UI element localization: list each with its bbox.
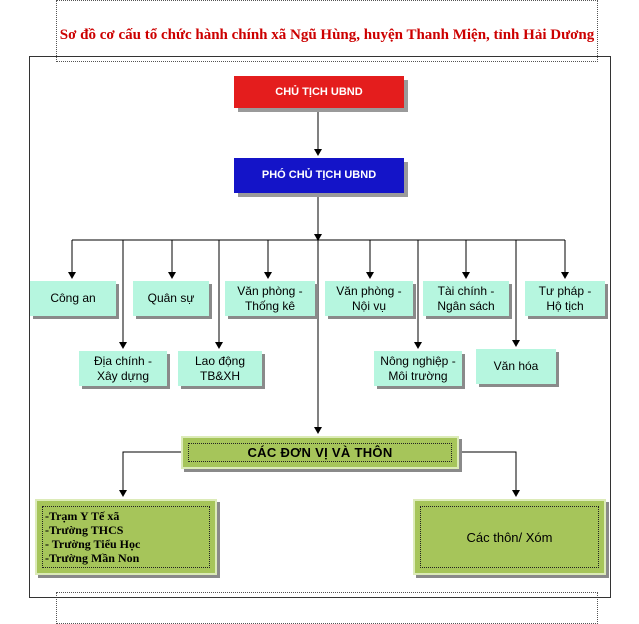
- dept-dia-chinh: Địa chính - Xây dựng: [79, 351, 167, 386]
- diagram-frame: [29, 56, 611, 598]
- dept-nong-nghiep: Nông nghiệp - Môi trường: [374, 351, 462, 386]
- dept-lao-dong: Lao động TB&XH: [178, 351, 262, 386]
- units-header-label: CÁC ĐƠN VỊ VÀ THÔN: [247, 445, 393, 460]
- dept-quan-su: Quân sự: [133, 281, 209, 316]
- chairman-box: CHỦ TỊCH UBND: [234, 76, 404, 108]
- page-title: Sơ đồ cơ cấu tổ chức hành chính xã Ngũ H…: [59, 27, 595, 43]
- dept-van-phong-thong-ke: Văn phòng - Thống kê: [225, 281, 315, 316]
- units-right-box: Các thôn/ Xóm: [413, 499, 606, 575]
- vice-chairman-box: PHÓ CHỦ TỊCH UBND: [234, 158, 404, 193]
- units-left-box: -Trạm Y Tế xã -Trường THCS - Trường Tiểu…: [35, 499, 217, 575]
- dept-cong-an: Công an: [30, 281, 116, 316]
- header-border: [56, 0, 598, 62]
- dept-tai-chinh: Tài chính - Ngân sách: [423, 281, 509, 316]
- units-left-inner-border: [42, 506, 210, 568]
- units-left-label: -Trạm Y Tế xã -Trường THCS - Trường Tiểu…: [45, 509, 141, 565]
- dept-van-phong-noi-vu: Văn phòng - Nội vụ: [325, 281, 413, 316]
- units-header-inner-border: [188, 443, 452, 462]
- units-header-box: CÁC ĐƠN VỊ VÀ THÔN: [181, 436, 459, 469]
- dept-tu-phap: Tư pháp - Hộ tịch: [525, 281, 605, 316]
- units-right-inner-border: [420, 506, 599, 568]
- dept-van-hoa: Văn hóa: [476, 349, 556, 384]
- units-right-label: Các thôn/ Xóm: [466, 529, 553, 545]
